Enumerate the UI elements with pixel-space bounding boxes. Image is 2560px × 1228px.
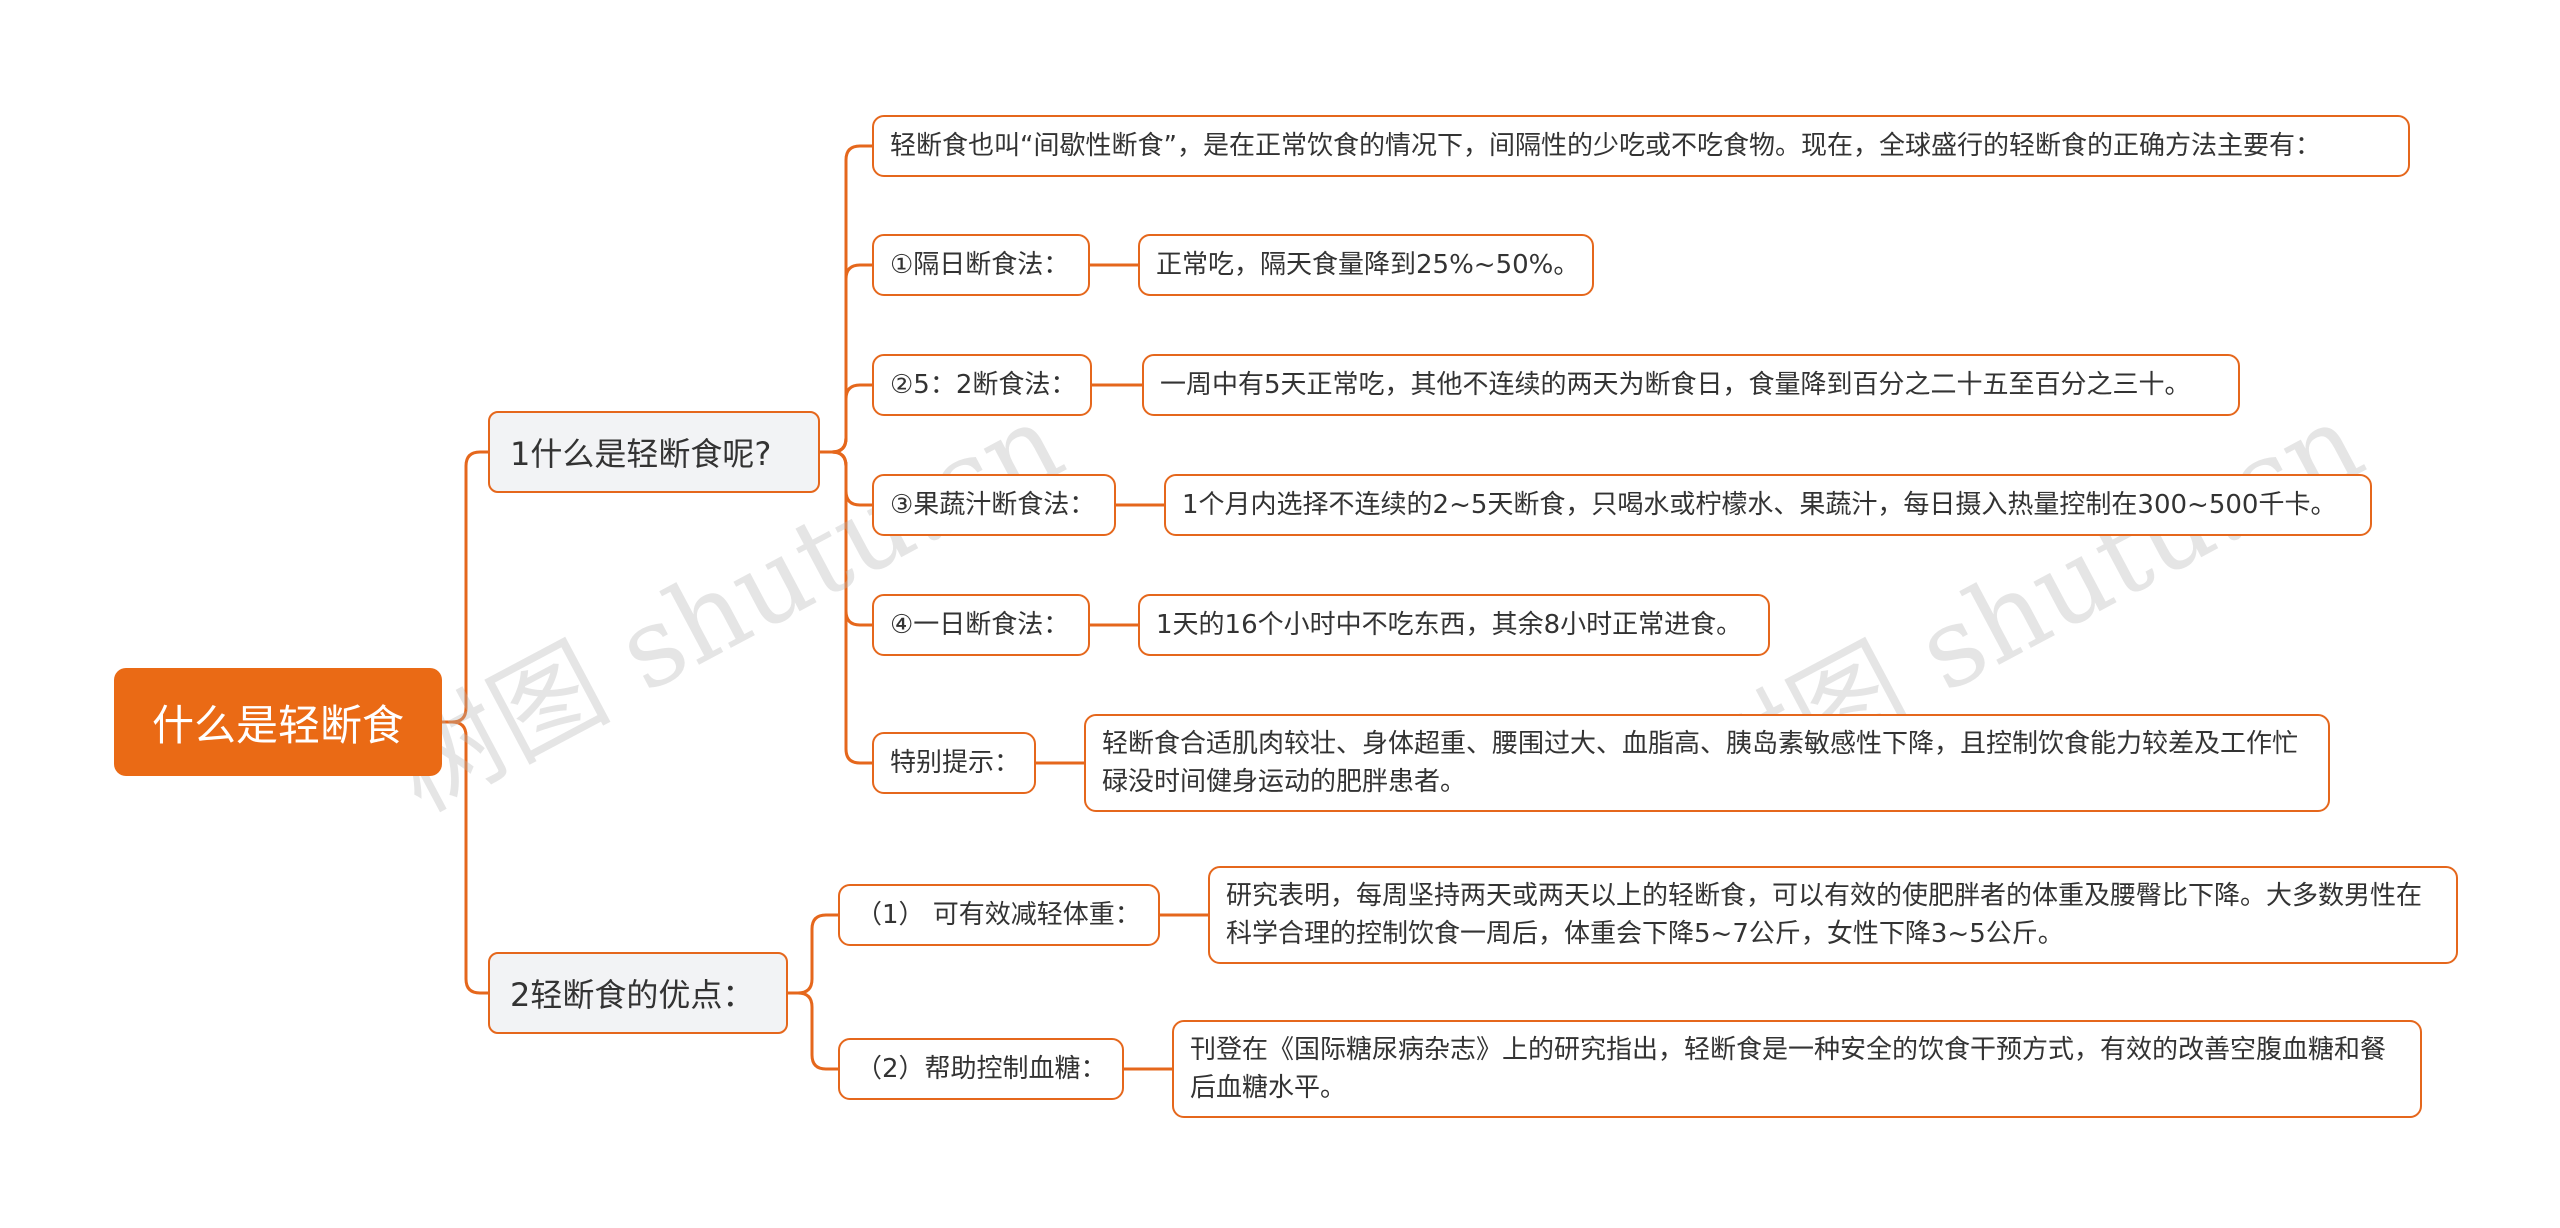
intro-node[interactable]: 轻断食也叫“间歇性断食”，是在正常饮食的情况下，间隔性的少吃或不吃食物。现在，全… <box>872 115 2410 177</box>
branch-topic-benefits[interactable]: 2轻断食的优点： <box>488 952 788 1034</box>
benefit-node-weight[interactable]: （1） 可有效减轻体重： <box>838 884 1160 946</box>
root-topic[interactable]: 什么是轻断食 <box>114 668 442 776</box>
node-text: 一周中有5天正常吃，其他不连续的两天为断食日，食量降到百分之二十五至百分之三十。 <box>1160 370 2191 400</box>
benefit-detail-blood-sugar[interactable]: 刊登在《国际糖尿病杂志》上的研究指出，轻断食是一种安全的饮食干预方式，有效的改善… <box>1172 1020 2422 1118</box>
root-connector <box>442 720 488 995</box>
branch-connector <box>820 450 872 765</box>
node-text: ③果蔬汁断食法： <box>890 490 1096 520</box>
node-text: ①隔日断食法： <box>890 250 1070 280</box>
method-detail-5-2[interactable]: 一周中有5天正常吃，其他不连续的两天为断食日，食量降到百分之二十五至百分之三十。 <box>1142 354 2240 416</box>
node-text: （1） 可有效减轻体重： <box>856 900 1141 930</box>
root-topic-label: 什么是轻断食 <box>151 700 404 750</box>
node-text: ④一日断食法： <box>890 610 1070 640</box>
node-text: 正常吃，隔天食量降到25%~50%。 <box>1156 250 1580 280</box>
node-text: 轻断食合适肌肉较壮、身体超重、腰围过大、血脂高、胰岛素敏感性下降，且控制饮食能力… <box>1102 729 2299 797</box>
method-detail-juice[interactable]: 1个月内选择不连续的2~5天断食，只喝水或柠檬水、果蔬汁，每日摄入热量控制在30… <box>1164 474 2372 536</box>
node-text: （2）帮助控制血糖： <box>856 1054 1107 1084</box>
node-text: 1个月内选择不连续的2~5天断食，只喝水或柠檬水、果蔬汁，每日摄入热量控制在30… <box>1182 490 2337 520</box>
node-text: 特别提示： <box>890 748 1021 778</box>
branch-connector <box>788 913 838 995</box>
node-text: 刊登在《国际糖尿病杂志》上的研究指出，轻断食是一种安全的饮食干预方式，有效的改善… <box>1190 1035 2387 1103</box>
node-text: 研究表明，每周坚持两天或两天以上的轻断食，可以有效的使肥胖者的体重及腰臀比下降。… <box>1226 881 2423 949</box>
method-node-juice[interactable]: ③果蔬汁断食法： <box>872 474 1116 536</box>
node-text: ②5：2断食法： <box>890 370 1077 400</box>
method-detail-alternate-day[interactable]: 正常吃，隔天食量降到25%~50%。 <box>1138 234 1594 296</box>
branch-connector <box>820 383 872 454</box>
node-text: 1天的16个小时中不吃东西，其余8小时正常进食。 <box>1156 610 1743 640</box>
branch-topic-label: 2轻断食的优点： <box>510 976 755 1014</box>
method-detail-one-day[interactable]: 1天的16个小时中不吃东西，其余8小时正常进食。 <box>1138 594 1770 656</box>
branch-topic-label: 1什么是轻断食呢? <box>510 435 772 473</box>
benefit-node-blood-sugar[interactable]: （2）帮助控制血糖： <box>838 1038 1124 1100</box>
branch-topic-what-is[interactable]: 1什么是轻断食呢? <box>488 411 820 493</box>
special-note-detail[interactable]: 轻断食合适肌肉较壮、身体超重、腰围过大、血脂高、胰岛素敏感性下降，且控制饮食能力… <box>1084 714 2330 812</box>
method-node-alternate-day[interactable]: ①隔日断食法： <box>872 234 1090 296</box>
root-connector <box>442 450 488 724</box>
node-text: 轻断食也叫“间歇性断食”，是在正常饮食的情况下，间隔性的少吃或不吃食物。现在，全… <box>890 131 2321 161</box>
branch-connector <box>788 991 838 1071</box>
method-node-one-day[interactable]: ④一日断食法： <box>872 594 1090 656</box>
special-note-node[interactable]: 特别提示： <box>872 732 1036 794</box>
method-node-5-2[interactable]: ②5：2断食法： <box>872 354 1092 416</box>
benefit-detail-weight[interactable]: 研究表明，每周坚持两天或两天以上的轻断食，可以有效的使肥胖者的体重及腰臀比下降。… <box>1208 866 2458 964</box>
